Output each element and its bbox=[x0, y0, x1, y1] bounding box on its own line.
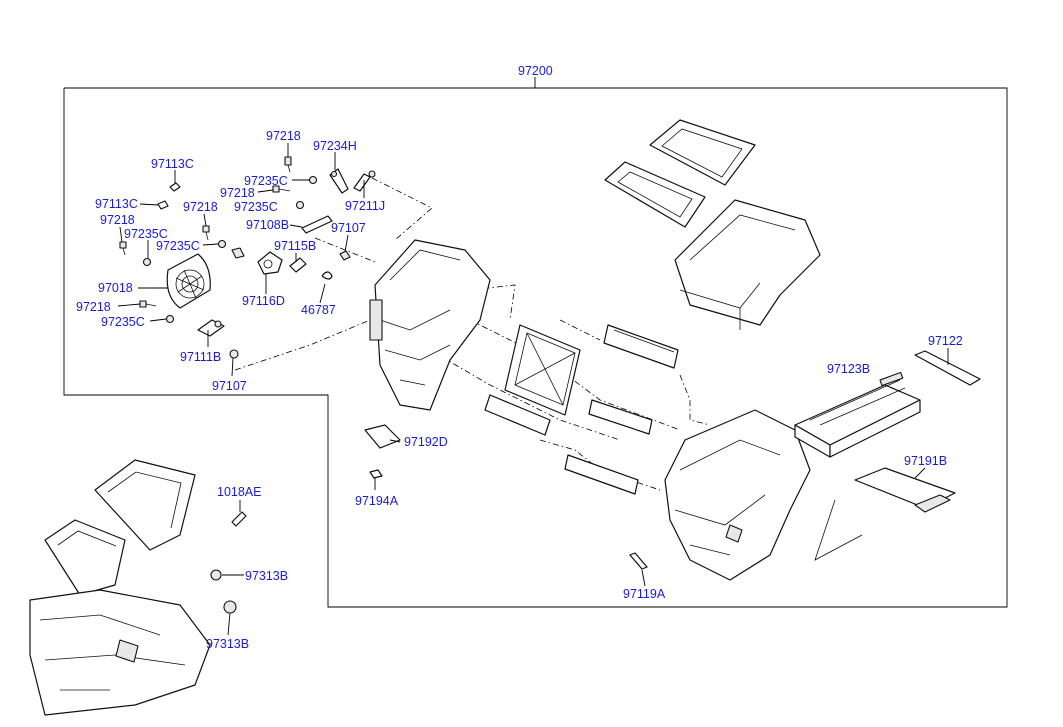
label-97119a: 97119A bbox=[623, 587, 666, 601]
label-97191b: 97191B bbox=[904, 454, 947, 468]
nut-97235c-c bbox=[142, 257, 152, 267]
label-97018: 97018 bbox=[98, 281, 133, 295]
ptc-97122 bbox=[914, 350, 981, 386]
label-97113c: 97113C bbox=[151, 157, 194, 171]
rod bbox=[814, 499, 863, 561]
label-97211j: 97211J bbox=[345, 199, 385, 213]
part-labels: 97200 97218 97234H 97113C 97235C 97218 9… bbox=[76, 64, 963, 651]
grommet-97313b-a bbox=[210, 569, 222, 581]
screw-97218-c bbox=[119, 241, 127, 256]
lever-97108b bbox=[301, 215, 333, 234]
label-97235c: 97235C bbox=[156, 239, 200, 253]
label-97116d: 97116D bbox=[242, 294, 285, 308]
label-97122: 97122 bbox=[928, 334, 963, 348]
fan-grille-97018 bbox=[166, 253, 211, 309]
middle-components bbox=[484, 324, 679, 495]
small-parts bbox=[119, 156, 376, 359]
part-97191b bbox=[854, 467, 956, 513]
screw-1018ae bbox=[231, 511, 247, 527]
clip-97113c-a bbox=[169, 182, 181, 192]
label-97192d: 97192D bbox=[404, 435, 448, 449]
label-97218: 97218 bbox=[76, 300, 111, 314]
link-97211j bbox=[353, 173, 371, 192]
label-46787: 46787 bbox=[301, 303, 336, 317]
part-97194a bbox=[369, 469, 383, 479]
part-97115b bbox=[289, 257, 307, 273]
part-97119a bbox=[629, 552, 648, 570]
nut-97235c-d bbox=[217, 239, 227, 249]
part-97107-a bbox=[339, 250, 351, 261]
heater-core-97123b bbox=[794, 371, 921, 458]
nut-97235c-b bbox=[295, 200, 305, 210]
leader-lines bbox=[117, 143, 365, 377]
screw-97218-e bbox=[139, 300, 157, 308]
label-97107: 97107 bbox=[212, 379, 247, 393]
assembled-unit bbox=[29, 459, 211, 716]
case-right-half bbox=[664, 409, 811, 581]
label-97235c: 97235C bbox=[244, 174, 288, 188]
screw-97218-a bbox=[284, 156, 292, 173]
screw-97218-b bbox=[272, 185, 291, 193]
label-97218: 97218 bbox=[183, 200, 218, 214]
nut-97235c-a bbox=[308, 175, 318, 185]
label-97123b: 97123B bbox=[827, 362, 870, 376]
label-97107: 97107 bbox=[331, 221, 366, 235]
label-97200: 97200 bbox=[518, 64, 553, 78]
label-97235c: 97235C bbox=[101, 315, 145, 329]
label-97218: 97218 bbox=[100, 213, 135, 227]
label-97111b: 97111B bbox=[180, 350, 221, 364]
part-97116d bbox=[257, 251, 283, 275]
top-right-ducts bbox=[604, 119, 821, 330]
part-97192d bbox=[364, 424, 401, 449]
label-1018ae: 1018AE bbox=[217, 485, 261, 499]
label-97218: 97218 bbox=[220, 186, 255, 200]
case-left-half bbox=[369, 239, 491, 411]
label-97115b: 97115B bbox=[274, 239, 316, 253]
label-97194a: 97194A bbox=[355, 494, 399, 508]
assembly-guides bbox=[234, 177, 711, 491]
label-97313b: 97313B bbox=[206, 637, 249, 651]
label-97218: 97218 bbox=[266, 129, 301, 143]
part-97107-b bbox=[229, 349, 239, 359]
label-97108b: 97108B bbox=[246, 218, 289, 232]
label-97234h: 97234H bbox=[313, 139, 357, 153]
part-46787 bbox=[321, 271, 333, 280]
label-97235c: 97235C bbox=[234, 200, 278, 214]
assembly-frame bbox=[63, 77, 1008, 608]
label-97235c: 97235C bbox=[124, 227, 168, 241]
label-97113c: 97113C bbox=[95, 197, 138, 211]
grommet-97313b-b bbox=[223, 600, 237, 614]
label-97313b: 97313B bbox=[245, 569, 288, 583]
clip-97113c-b bbox=[157, 200, 169, 210]
screw-97218-d bbox=[202, 225, 210, 241]
nut-97235c-e bbox=[165, 314, 175, 324]
